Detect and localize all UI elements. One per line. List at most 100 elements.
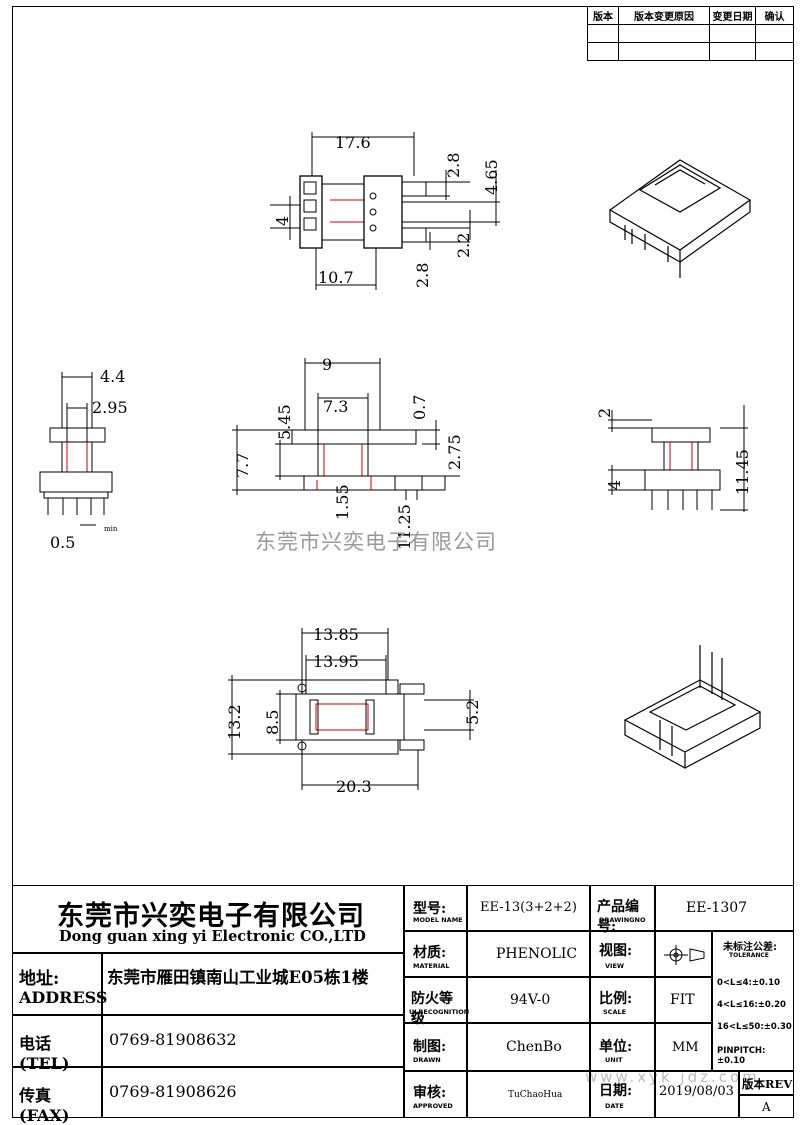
dim-D: 4	[273, 216, 292, 226]
fax-value: 0769-81908626	[109, 1082, 237, 1101]
dim-K: 7.7	[233, 453, 252, 478]
dim-S: 2	[595, 408, 614, 418]
tel-cell: 0769-81908632	[102, 1015, 404, 1067]
fax-cell: 0769-81908626	[102, 1067, 404, 1118]
drawn-value: ChenBo	[506, 1039, 562, 1055]
part-cell: EE-1307	[655, 885, 794, 931]
view-label: 视图:	[599, 943, 633, 959]
scale-sub: SCALE	[603, 1008, 627, 1016]
revision-table: 版本 版本变更原因 变更日期 确认	[587, 6, 794, 61]
dim-E: 10.7	[318, 268, 354, 287]
dim-V: 13.85	[313, 625, 359, 644]
unit-label-cell: 单位: UNIT	[590, 1023, 655, 1071]
company-box: 东莞市兴奕电子有限公司 Dong guan xing yi Electronic…	[12, 885, 404, 953]
scale-label: 比例:	[599, 991, 633, 1007]
fire-cell: 94V-0	[467, 977, 590, 1023]
dim-F: 2.8	[413, 263, 432, 288]
tolerance-sub: TOLERANCE	[729, 952, 769, 959]
scale-value: FIT	[670, 992, 695, 1008]
dim-B: 2.8	[444, 153, 463, 178]
company-name-cn: 东莞市兴奕电子有限公司	[57, 901, 365, 932]
dim-P: 2.75	[445, 434, 464, 470]
material-value: PHENOLIC	[496, 946, 578, 962]
tel-value: 0769-81908632	[109, 1030, 237, 1049]
tolerance-4: PINPITCH:±0.10	[717, 1046, 766, 1066]
part-label-cell: 产品编号: DRAWINGNO	[590, 885, 655, 935]
dim-T: 11.45	[733, 449, 752, 495]
dim-Y: 8.5	[263, 710, 282, 735]
approved-sub: APPROVED	[413, 1102, 453, 1110]
dim-W: 13.95	[313, 652, 359, 671]
rev-label-cell: 版本REV	[739, 1071, 794, 1095]
dim-N: 7.3	[323, 397, 348, 416]
dim-Z: 5.2	[463, 700, 482, 725]
tolerance-3: 16<L≤50:±0.30	[717, 1022, 792, 1032]
date-label: 日期:	[599, 1083, 633, 1099]
rev-cell: A	[739, 1095, 794, 1118]
dim-G: 2.2	[454, 233, 473, 258]
approved-cell: TuChaoHua	[467, 1071, 590, 1118]
iso-view-top	[608, 159, 752, 278]
right-side-view	[608, 405, 748, 512]
fire-sub: ULRECOGNITION	[409, 1008, 470, 1016]
fire-label-cell: 防火等级 ULRECOGNITION	[404, 977, 470, 1027]
model-label-cell: 型号: MODEL NAME	[404, 885, 467, 931]
drawn-sub: DRAWN	[413, 1056, 441, 1064]
model-value: EE-13(3+2+2)	[480, 900, 577, 915]
model-sub: MODEL NAME	[413, 916, 463, 924]
dim-A: 17.6	[335, 133, 371, 152]
tolerance-cell: 未标注公差: TOLERANCE 0<L≤4:±0.10 4<L≤16:±0.2…	[712, 931, 794, 1071]
scale-cell: FIT	[655, 977, 712, 1023]
view-label-cell: 视图: VIEW	[590, 931, 655, 977]
scale-label-cell: 比例: SCALE	[590, 977, 655, 1023]
dim-J-note: min	[104, 525, 118, 533]
date-label-cell: 日期: DATE	[590, 1071, 655, 1118]
iso-view-bottom	[623, 645, 762, 770]
tel-label-cell: 电话(TEL)	[12, 1015, 102, 1073]
tolerance-title: 未标注公差:	[723, 942, 777, 953]
date-cell: 2019/08/03	[655, 1071, 739, 1118]
address-label-cn: 地址:	[19, 969, 60, 989]
drawn-label-cell: 制图: DRAWN	[404, 1023, 467, 1071]
fire-value: 94V-0	[510, 992, 551, 1008]
unit-sub: UNIT	[605, 1056, 623, 1064]
drawn-label: 制图:	[413, 1039, 447, 1055]
date-value: 2019/08/03	[659, 1084, 734, 1099]
technical-drawing: 17.6 10.7 4 2.8 4.65 2.8 2.2 4.4	[39, 132, 762, 796]
company-name-en: Dong guan xing yi Electronic CO.,LTD	[59, 928, 366, 945]
material-label: 材质:	[413, 945, 447, 961]
title-block: 东莞市兴奕电子有限公司 Dong guan xing yi Electronic…	[12, 885, 794, 1125]
watermark-url: www.xyk jdz.com	[585, 1068, 760, 1086]
tel-label: 电话(TEL)	[19, 1034, 70, 1073]
view-sub: VIEW	[605, 962, 625, 970]
top-view-labels: 17.6 10.7 4 2.8 4.65 2.8 2.2	[273, 133, 501, 288]
dim-R: 11.25	[395, 504, 414, 550]
dim-U: 4	[605, 480, 624, 490]
approved-label: 审核:	[413, 1085, 447, 1101]
front-view	[232, 358, 460, 500]
unit-cell: MM	[655, 1023, 712, 1071]
rev-value: A	[762, 1100, 771, 1114]
dim-L: 5.45	[275, 404, 294, 440]
unit-label: 单位:	[599, 1039, 633, 1055]
part-sub: DRAWINGNO	[599, 916, 646, 924]
dim-O: 0.7	[410, 395, 429, 420]
dim-M: 9	[322, 355, 332, 374]
dim-H: 4.4	[100, 367, 125, 386]
watermark: 东莞市兴奕电子有限公司	[255, 530, 497, 554]
dim-C: 4.65	[482, 159, 501, 195]
left-side-view	[39, 372, 113, 526]
bottom-view	[228, 628, 474, 790]
fax-label: 传真(FAX)	[19, 1086, 70, 1125]
material-cell: PHENOLIC	[467, 931, 590, 977]
approved-label-cell: 审核: APPROVED	[404, 1071, 467, 1118]
dim-J: 0.5	[50, 533, 75, 552]
dim-AA: 20.3	[336, 777, 372, 796]
model-label: 型号:	[413, 901, 447, 917]
top-view	[270, 132, 500, 290]
material-label-cell: 材质: MATERIAL	[404, 931, 467, 977]
fax-label-cell: 传真(FAX)	[12, 1067, 102, 1125]
dim-Q: 1.55	[333, 484, 352, 520]
rev-cell	[755, 42, 794, 61]
approved-value: TuChaoHua	[508, 1090, 563, 1100]
